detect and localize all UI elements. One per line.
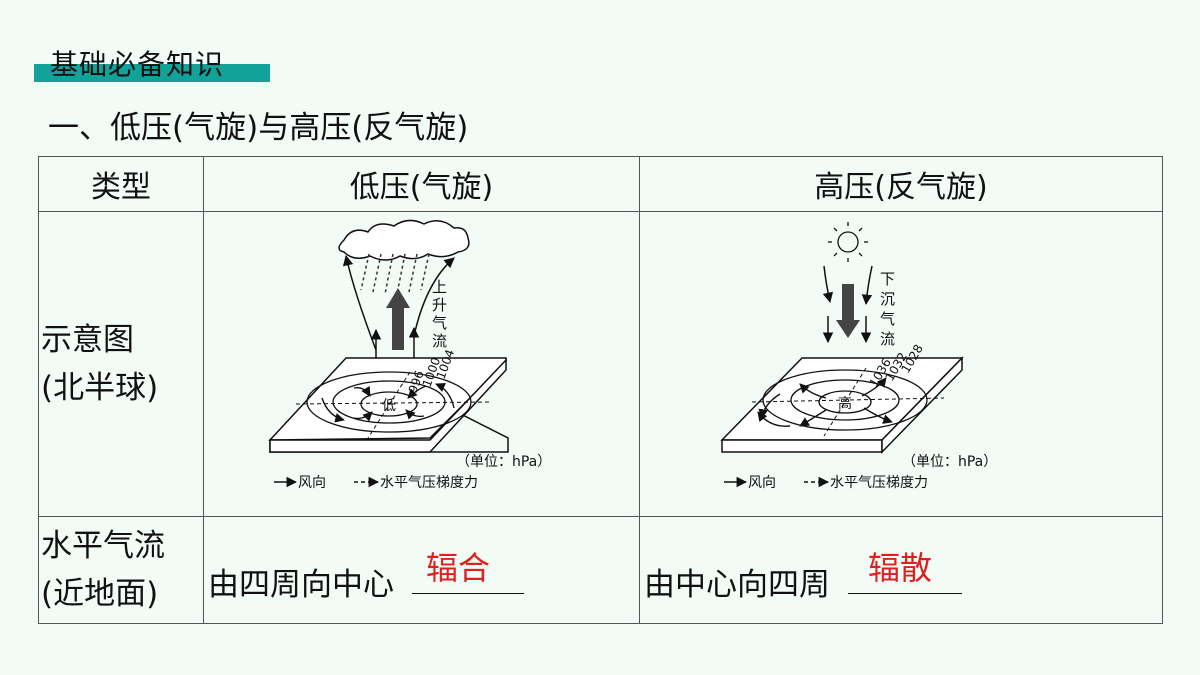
updraft-label: 上 升 气 流	[432, 278, 447, 350]
svg-text:升: 升	[432, 296, 447, 314]
high-answer-blank	[848, 549, 962, 594]
diagram-row: 示意图 (北半球)	[38, 211, 1163, 517]
cloud-icon	[338, 219, 470, 261]
legend-force: 水平气压梯度力	[380, 475, 478, 491]
diagram-label-line1: 示意图	[41, 322, 134, 358]
downdraft-label: 下 沉 气 流	[880, 270, 895, 348]
diagram-label-line2: (北半球)	[41, 370, 159, 406]
cyclone-diagram: 上 升 气 流	[268, 219, 551, 491]
svg-text:气: 气	[432, 314, 447, 332]
low-answer: 辐合	[426, 549, 491, 587]
legend-wind: 风向	[298, 475, 326, 491]
legend-force: 水平气压梯度力	[830, 475, 928, 491]
section-tag: 基础必备知识	[34, 48, 270, 82]
header-high-pressure: 高压(反气旋)	[639, 156, 1163, 212]
low-answer-blank	[412, 549, 524, 594]
section-tag-bar	[34, 64, 270, 82]
anticyclone-diagram: 下 沉 气 流	[720, 222, 997, 491]
low-flow-cell: 由四周向中心 辐合	[203, 516, 640, 624]
high-pressure-diagram-cell: 下 沉 气 流	[639, 211, 1163, 517]
comparison-table: 类型 低压(气旋) 高压(反气旋) 示意图 (北半球)	[38, 156, 1163, 624]
svg-text:流: 流	[432, 332, 447, 350]
sun-icon	[828, 222, 868, 262]
low-flow-text: 由四周向中心	[208, 567, 394, 603]
flow-row: 水平气流 (近地面) 由四周向中心 辐合 由中心向四周 辐散	[38, 516, 1163, 624]
flow-label-line1: 水平气流	[41, 528, 165, 564]
high-flow-text: 由中心向四周	[644, 567, 830, 603]
section-tag-text: 基础必备知识	[50, 48, 225, 81]
high-flow-cell: 由中心向四周 辐散	[639, 516, 1163, 624]
flow-label-line2: (近地面)	[41, 576, 159, 612]
flow-row-label: 水平气流 (近地面)	[38, 516, 204, 624]
table-header-row: 类型 低压(气旋) 高压(反气旋)	[38, 156, 1163, 212]
low-center-label: 低	[382, 398, 396, 414]
page-heading: 一、低压(气旋)与高压(反气旋)	[48, 110, 469, 146]
high-center-label: 高	[838, 395, 852, 412]
unit-label: （单位：hPa）	[456, 454, 551, 470]
header-low-pressure: 低压(气旋)	[203, 156, 640, 212]
updraft-arrow	[386, 288, 410, 350]
low-pressure-diagram-cell: 上 升 气 流	[203, 211, 640, 517]
unit-label: （单位：hPa）	[902, 454, 997, 470]
downdraft-arrow	[836, 284, 860, 338]
svg-text:流: 流	[880, 330, 895, 348]
rain-icon	[360, 253, 430, 295]
svg-text:气: 气	[880, 310, 895, 328]
legend-wind: 风向	[748, 475, 776, 491]
svg-text:沉: 沉	[880, 290, 895, 308]
high-answer: 辐散	[868, 549, 933, 587]
diagram-row-label: 示意图 (北半球)	[38, 211, 204, 517]
svg-text:下: 下	[880, 270, 895, 288]
svg-text:上: 上	[432, 278, 447, 296]
header-type: 类型	[38, 156, 204, 212]
